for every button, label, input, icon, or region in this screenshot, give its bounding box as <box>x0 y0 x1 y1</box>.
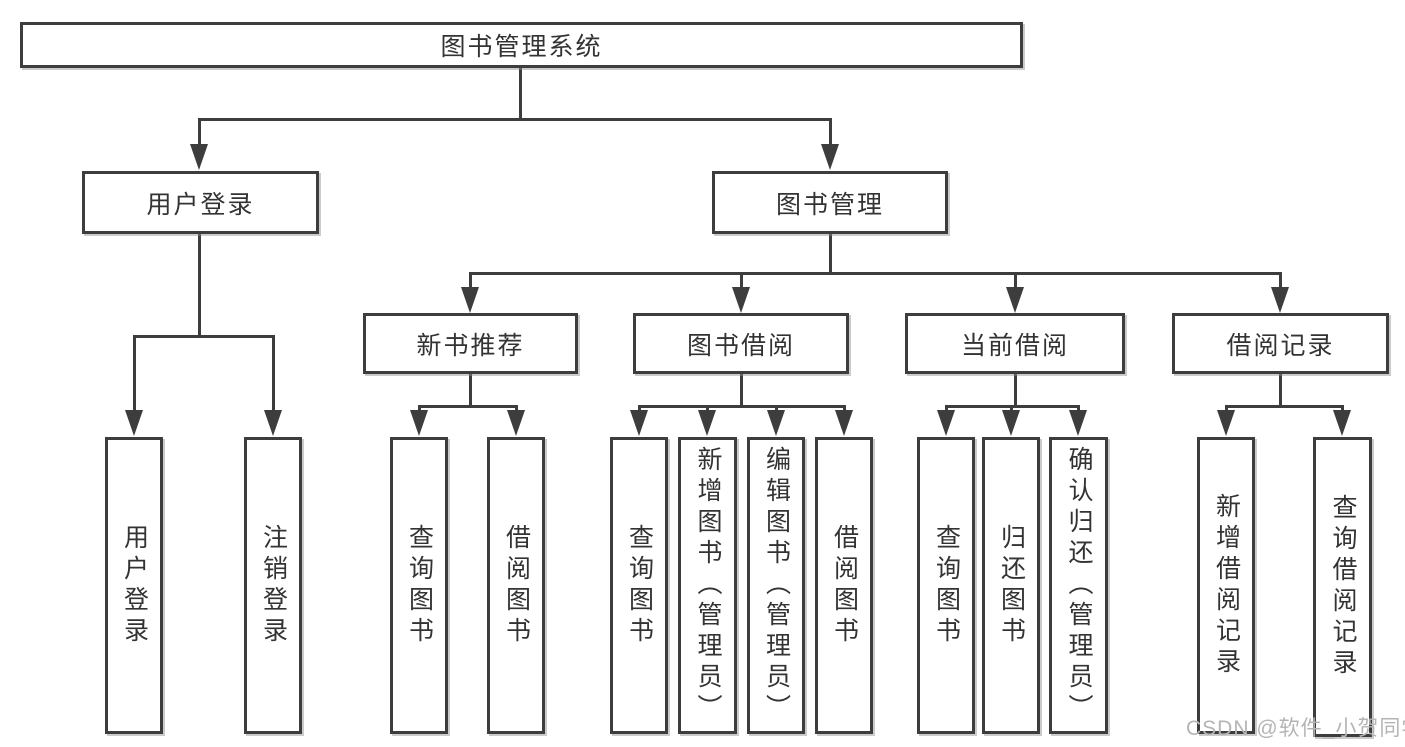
leaf-query-book-borrowing-label: 查询图书 <box>625 523 654 648</box>
leaf-confirm-return-label: 确认归还（管理员） <box>1065 446 1093 725</box>
node-book-borrowing: 图书借阅 <box>633 313 849 374</box>
node-user-login: 用户登录 <box>82 171 319 234</box>
leaf-user-login: 用户登录 <box>105 437 163 734</box>
arrow-down-query-borrow-record <box>1333 410 1351 436</box>
arrow-down-user-login <box>190 144 208 170</box>
node-book-borrowing-label: 图书借阅 <box>686 331 795 360</box>
leaf-edit-book: 编辑图书（管理员） <box>747 437 805 734</box>
node-book-management: 图书管理 <box>712 171 948 234</box>
connector-new-book-recommend-trunk <box>469 374 472 407</box>
leaf-return-book: 归还图书 <box>982 437 1040 734</box>
connector-drop-leaf-logout <box>272 335 275 412</box>
node-current-borrowing: 当前借阅 <box>905 313 1125 374</box>
node-root: 图书管理系统 <box>20 22 1023 68</box>
arrow-down-borrow-book-2 <box>835 410 853 436</box>
leaf-logout: 注销登录 <box>244 437 302 734</box>
arrow-down-leaf-user-login <box>125 410 143 436</box>
leaf-add-book: 新增图书（管理员） <box>678 437 737 734</box>
connector-drop-query-book-1 <box>418 405 421 412</box>
connector-drop-query-book-3 <box>945 405 948 412</box>
connector-drop-add-book <box>706 405 709 412</box>
connector-drop-current-borrowing <box>1014 272 1017 289</box>
connector-drop-new-book-recommend <box>469 272 472 289</box>
connector-drop-query-borrow-record <box>1341 405 1344 412</box>
connector-drop-user-login <box>198 118 201 146</box>
leaf-confirm-return: 确认归还（管理员） <box>1049 437 1108 734</box>
connector-root-hline <box>198 118 832 121</box>
node-user-login-label: 用户登录 <box>146 190 255 219</box>
connector-drop-edit-book <box>775 405 778 412</box>
connector-drop-book-management <box>829 118 832 146</box>
node-new-book-recommend: 新书推荐 <box>363 313 578 374</box>
arrow-down-edit-book <box>767 410 785 436</box>
connector-drop-leaf-user-login <box>133 335 136 412</box>
connector-new-book-recommend-hline <box>418 405 518 408</box>
arrow-down-borrowing-records <box>1271 287 1289 313</box>
connector-drop-confirm-return <box>1077 405 1080 412</box>
connector-drop-book-borrowing <box>740 272 743 289</box>
leaf-add-borrow-record: 新增借阅记录 <box>1197 437 1255 734</box>
arrow-down-current-borrowing <box>1006 287 1024 313</box>
arrow-down-query-book-2 <box>630 410 648 436</box>
node-borrowing-records: 借阅记录 <box>1172 313 1389 374</box>
arrow-down-query-book-1 <box>410 410 428 436</box>
arrow-down-return-book <box>1002 410 1020 436</box>
leaf-borrow-book-borrowing-label: 借阅图书 <box>830 523 859 648</box>
connector-book-management-trunk <box>829 234 832 274</box>
leaf-query-borrow-record: 查询借阅记录 <box>1313 437 1372 737</box>
leaf-query-book-current: 查询图书 <box>917 437 975 734</box>
arrow-down-leaf-logout <box>264 410 282 436</box>
leaf-query-book-borrowing: 查询图书 <box>610 437 668 734</box>
leaf-borrow-book-recommend: 借阅图书 <box>487 437 545 734</box>
leaf-query-book-current-label: 查询图书 <box>932 523 961 648</box>
leaf-return-book-label: 归还图书 <box>997 523 1026 648</box>
connector-drop-borrow-book-1 <box>515 405 518 412</box>
arrow-down-add-borrow-record <box>1217 410 1235 436</box>
connector-drop-borrowing-records <box>1279 272 1282 289</box>
connector-user-login-trunk <box>198 234 201 337</box>
arrow-down-confirm-return <box>1069 410 1087 436</box>
node-borrowing-records-label: 借阅记录 <box>1226 331 1335 360</box>
node-current-borrowing-label: 当前借阅 <box>960 331 1069 360</box>
leaf-query-borrow-record-label: 查询借阅记录 <box>1329 494 1357 680</box>
leaf-query-book-recommend: 查询图书 <box>390 437 448 734</box>
connector-book-management-hline <box>469 272 1282 275</box>
connector-drop-return-book <box>1010 405 1013 412</box>
csdn-watermark: CSDN @软件_小贺同学 <box>1186 717 1405 740</box>
connector-book-borrowing-trunk <box>740 374 743 407</box>
connector-borrowing-records-hline <box>1225 405 1344 408</box>
node-book-management-label: 图书管理 <box>775 190 884 219</box>
arrow-down-new-book-recommend <box>461 287 479 313</box>
connector-drop-borrow-book-2 <box>843 405 846 412</box>
connector-root-trunk <box>519 68 522 120</box>
connector-current-borrowing-trunk <box>1014 374 1017 407</box>
arrow-down-book-management <box>821 144 839 170</box>
leaf-logout-label: 注销登录 <box>259 523 288 648</box>
connector-book-borrowing-hline <box>638 405 846 408</box>
connector-drop-query-book-2 <box>638 405 641 412</box>
leaf-user-login-label: 用户登录 <box>120 523 149 648</box>
connector-borrowing-records-trunk <box>1279 374 1282 407</box>
leaf-add-borrow-record-label: 新增借阅记录 <box>1212 492 1241 679</box>
leaf-edit-book-label: 编辑图书（管理员） <box>762 446 791 725</box>
node-new-book-recommend-label: 新书推荐 <box>416 331 525 360</box>
leaf-borrow-book-borrowing: 借阅图书 <box>815 437 873 734</box>
arrow-down-query-book-3 <box>937 410 955 436</box>
arrow-down-borrow-book-1 <box>507 410 525 436</box>
connector-user-login-hline <box>133 335 275 338</box>
node-root-label: 图书管理系统 <box>440 33 603 61</box>
arrow-down-add-book <box>698 410 716 436</box>
leaf-add-book-label: 新增图书（管理员） <box>694 446 722 725</box>
leaf-query-book-recommend-label: 查询图书 <box>405 523 434 648</box>
connector-drop-add-borrow-record <box>1225 405 1228 412</box>
arrow-down-book-borrowing <box>732 287 750 313</box>
leaf-borrow-book-recommend-label: 借阅图书 <box>502 523 531 648</box>
